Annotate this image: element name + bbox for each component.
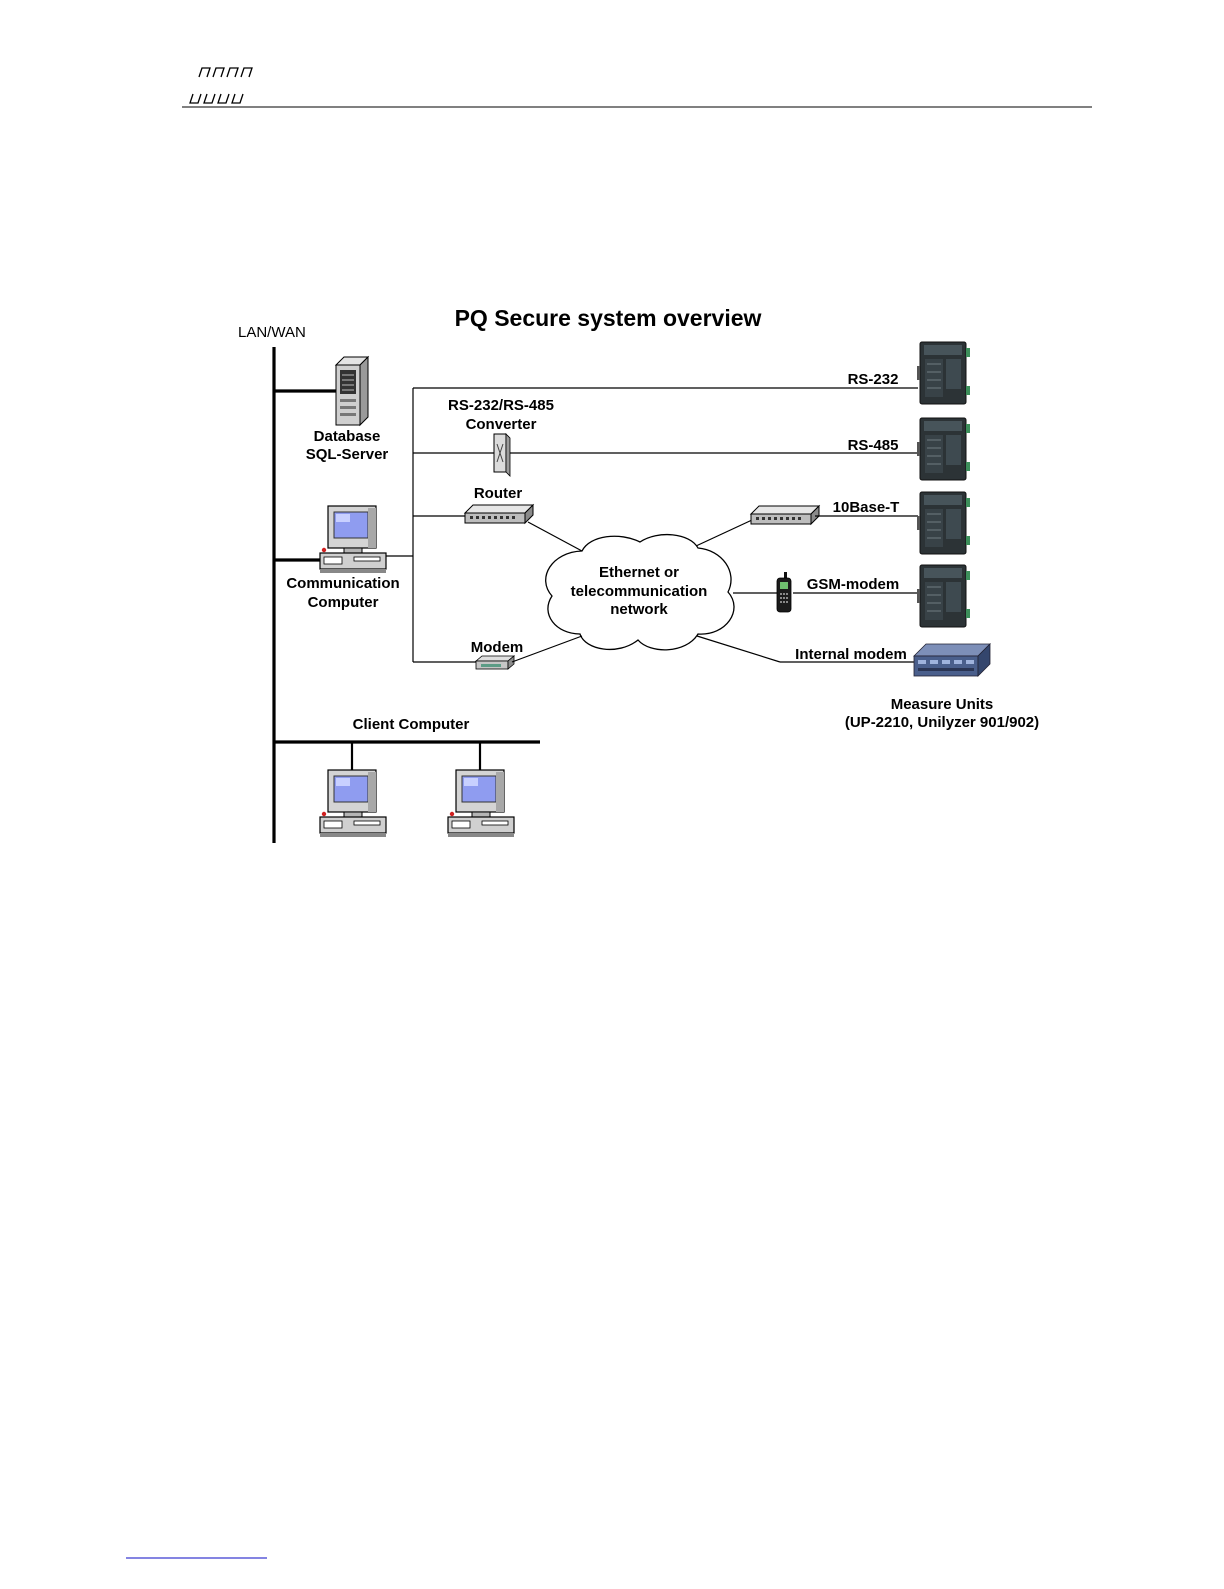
mobile-phone-icon xyxy=(777,572,791,612)
router-icon xyxy=(465,505,533,523)
converter-label-line2: Converter xyxy=(466,416,537,433)
client-computer-label: Client Computer xyxy=(353,716,470,733)
comm-computer-label-line2: Computer xyxy=(308,594,379,611)
router-label: Router xyxy=(474,485,522,502)
cloud-label-line2: telecommunication xyxy=(571,583,708,600)
header-logo xyxy=(190,68,252,103)
cloud-label-line1: Ethernet or xyxy=(599,564,679,581)
measure-units-label-line1: Measure Units xyxy=(891,696,994,713)
rack-unit-icon xyxy=(914,644,990,676)
converter-label-line1: RS-232/RS-485 xyxy=(448,397,554,414)
rs485-label: RS-485 xyxy=(848,437,899,454)
diagram-title: PQ Secure system overview xyxy=(455,305,762,331)
internal-modem-label: Internal modem xyxy=(795,646,907,663)
comm-computer-label-line1: Communication xyxy=(286,575,399,592)
modem-icon xyxy=(476,656,514,669)
measure-units-label-line2: (UP-2210, Unilyzer 901/902) xyxy=(845,714,1039,731)
measure-unit-icon-4 xyxy=(917,565,970,627)
server-icon xyxy=(336,357,368,425)
network-switch-icon xyxy=(751,506,819,524)
measure-unit-icon-1 xyxy=(917,342,970,404)
tenbase-label: 10Base-T xyxy=(833,499,900,516)
gsm-label: GSM-modem xyxy=(807,576,900,593)
router-cloud-link xyxy=(528,522,582,551)
cloud-internal-link xyxy=(697,636,780,662)
comm-computer-icon xyxy=(320,506,386,573)
lan-wan-label: LAN/WAN xyxy=(238,324,306,341)
cloud-label-line3: network xyxy=(610,601,668,618)
modem-label: Modem xyxy=(471,639,524,656)
client-computer-icon-1 xyxy=(320,770,386,837)
database-label-line2: SQL-Server xyxy=(306,446,389,463)
measure-unit-icon-3 xyxy=(917,492,970,554)
client-computer-icon-2 xyxy=(448,770,514,837)
converter-icon xyxy=(494,434,510,476)
rs232-label: RS-232 xyxy=(848,371,899,388)
database-label-line1: Database xyxy=(314,428,381,445)
measure-unit-icon-2 xyxy=(917,418,970,480)
cloud-switch-link xyxy=(696,520,752,546)
